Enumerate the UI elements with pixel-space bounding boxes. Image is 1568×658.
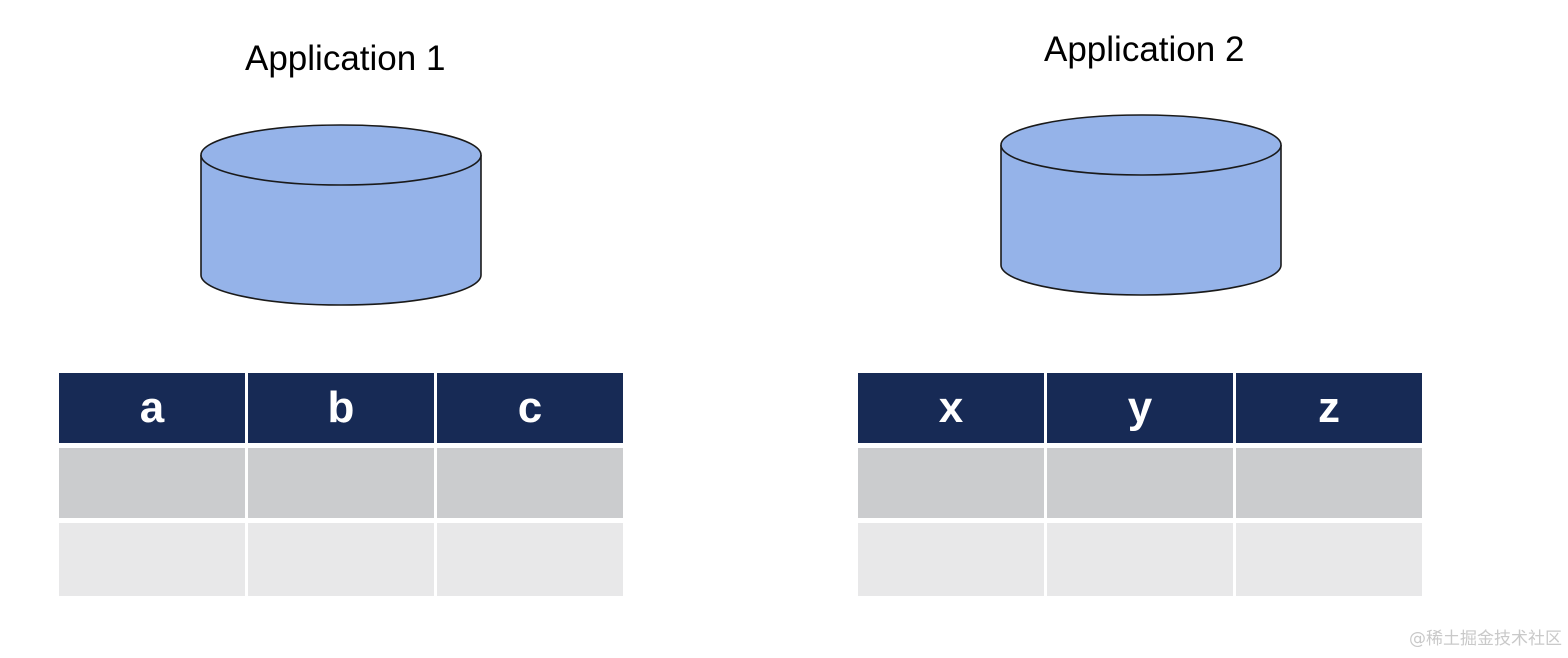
- table-cell: [248, 448, 434, 518]
- table-cell: [1047, 523, 1233, 596]
- application-1-table: a b c: [59, 373, 623, 596]
- database-icon: [200, 124, 482, 306]
- column-header-x: x: [858, 373, 1044, 443]
- table-cell: [248, 523, 434, 596]
- column-header-b: b: [248, 373, 434, 443]
- application-1-title: Application 1: [245, 39, 446, 78]
- column-header-z: z: [1236, 373, 1422, 443]
- table-cell: [858, 448, 1044, 518]
- column-header-y: y: [1047, 373, 1233, 443]
- table-cell: [59, 523, 245, 596]
- table-cell: [1047, 448, 1233, 518]
- table-cell: [437, 523, 623, 596]
- table-cell: [858, 523, 1044, 596]
- table-cell: [59, 448, 245, 518]
- application-2-table: x y z: [858, 373, 1422, 596]
- table-cell: [437, 448, 623, 518]
- table-cell: [1236, 523, 1422, 596]
- table-cell: [1236, 448, 1422, 518]
- column-header-a: a: [59, 373, 245, 443]
- application-2-title: Application 2: [1044, 30, 1245, 69]
- column-header-c: c: [437, 373, 623, 443]
- database-icon: [1000, 114, 1282, 296]
- watermark: @稀土掘金技术社区: [1409, 629, 1562, 649]
